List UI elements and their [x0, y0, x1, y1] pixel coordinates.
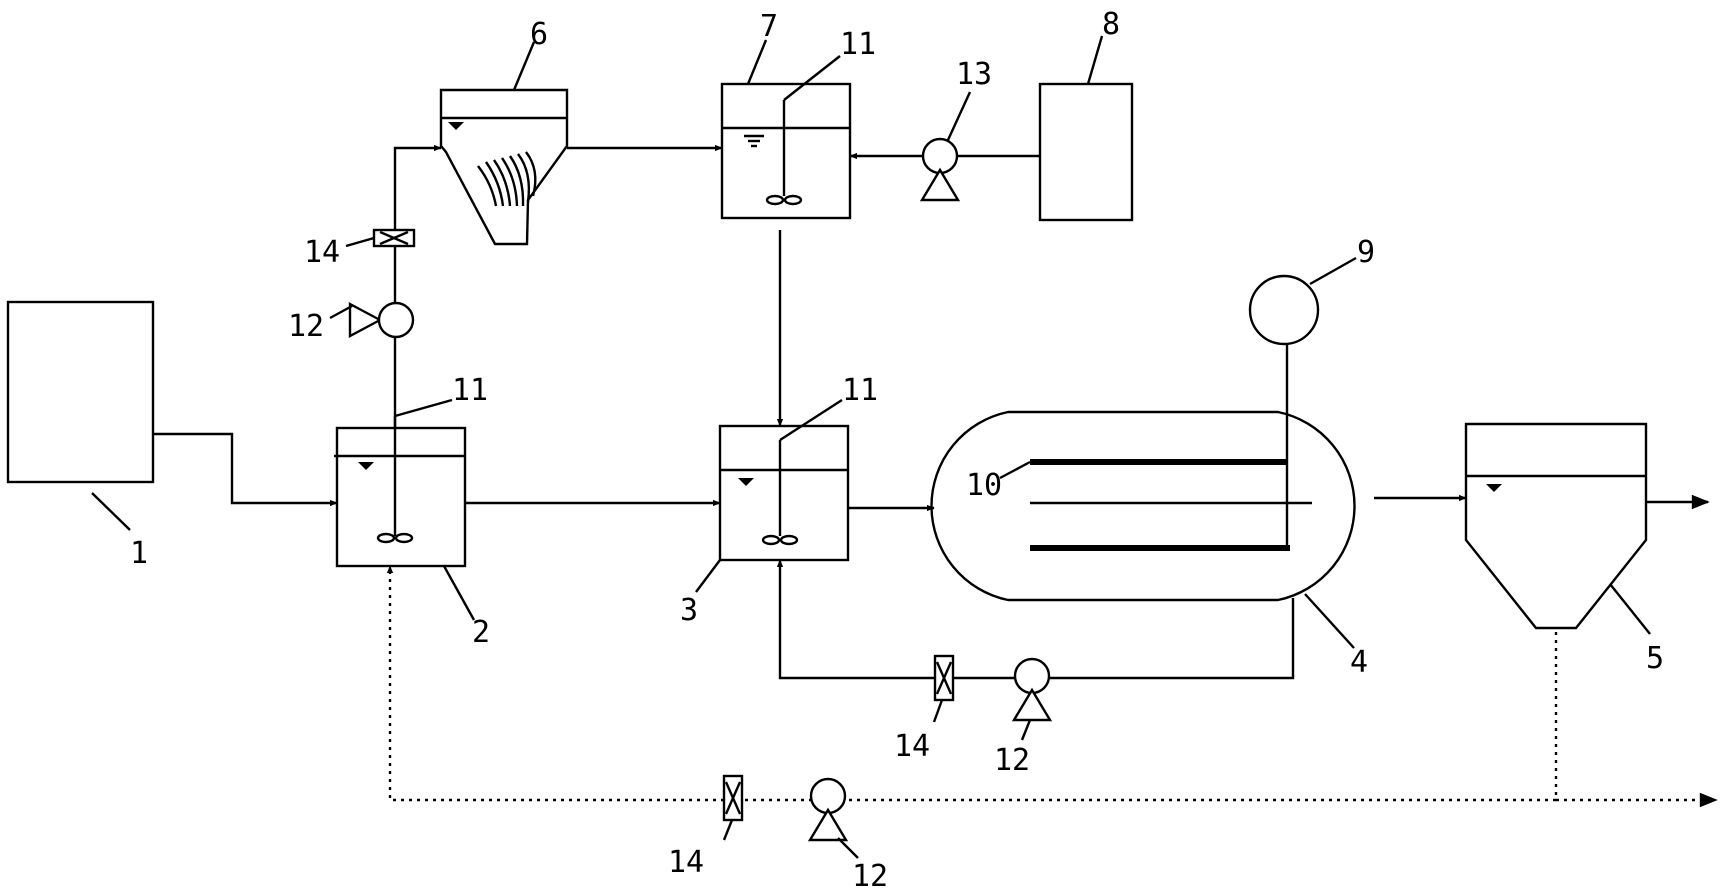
pump-12-sludge: [807, 777, 849, 842]
sludge-return-line: [386, 565, 1558, 802]
label-13: 13: [956, 57, 992, 92]
label-14a: 14: [304, 235, 340, 270]
leader-12a: [329, 304, 353, 320]
pump-12-recycle: [1011, 657, 1053, 722]
pump-12-left: [348, 301, 415, 339]
dosing-tank-7: [720, 82, 852, 220]
label-12c: 12: [852, 859, 888, 894]
leader-12b: [1020, 719, 1032, 741]
label-14b: 14: [894, 729, 930, 764]
label-11c: 11: [842, 373, 878, 408]
flowmeter-14-sludge: [722, 774, 744, 822]
settling-tank-5: [1464, 422, 1648, 630]
label-14c: 14: [668, 845, 704, 880]
leader-3: [695, 559, 721, 593]
label-3: 3: [680, 593, 698, 628]
leader-5: [1609, 583, 1651, 635]
tank-1: [6, 300, 155, 484]
leader-13: [946, 91, 972, 141]
leader-14b: [932, 699, 944, 723]
label-8: 8: [1102, 7, 1120, 42]
leader-11a: [394, 398, 453, 418]
pump-13: [919, 137, 961, 202]
label-2: 2: [472, 615, 490, 650]
label-7: 7: [760, 9, 778, 44]
label-6: 6: [530, 17, 548, 52]
pipe-2-to-6: [393, 144, 442, 428]
leader-2: [442, 565, 476, 621]
leader-11c: [779, 398, 843, 442]
label-12b: 12: [994, 743, 1030, 778]
flowmeter-14-left: [372, 228, 416, 248]
label-9: 9: [1357, 235, 1375, 270]
leader-7: [746, 39, 768, 85]
reaction-tank-3: [718, 424, 850, 562]
leader-14a: [345, 236, 375, 248]
leader-9: [1309, 256, 1357, 286]
label-11a: 11: [452, 373, 488, 408]
mixing-tank-2: [334, 416, 467, 568]
leader-4: [1304, 593, 1355, 649]
label-4: 4: [1350, 645, 1368, 680]
inclined-settler-6: [439, 88, 569, 246]
settling-water-marker: [1486, 484, 1502, 492]
power-supply-9: [1248, 274, 1320, 346]
reactor-4: [930, 410, 1356, 602]
leader-8: [1086, 35, 1104, 85]
leader-1: [91, 492, 131, 531]
label-12a: 12: [288, 309, 324, 344]
leader-6: [512, 41, 536, 91]
leader-11b: [783, 55, 841, 101]
label-5: 5: [1646, 641, 1664, 676]
chemical-tank-8: [1038, 82, 1134, 222]
flowmeter-14-recycle: [933, 654, 955, 702]
leader-12c: [837, 837, 859, 859]
label-11b: 11: [840, 27, 876, 62]
pipe-1-to-2: [153, 432, 338, 507]
label-1: 1: [130, 536, 148, 571]
leader-14c: [722, 819, 734, 841]
leader-10: [999, 460, 1031, 480]
label-10: 10: [966, 468, 1002, 503]
